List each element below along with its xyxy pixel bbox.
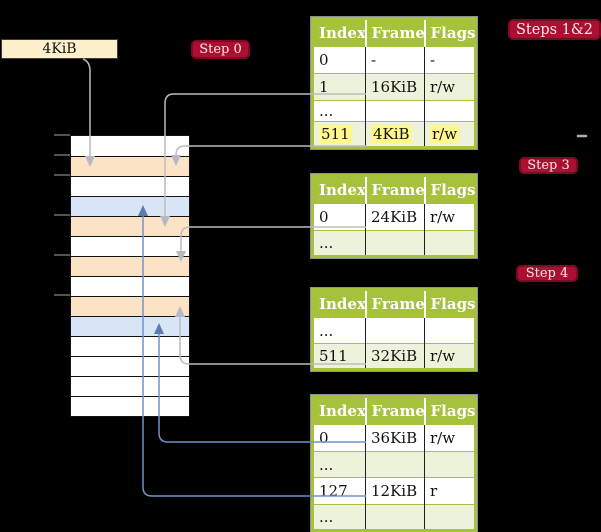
memory-row-10-blue <box>71 316 189 336</box>
table-row: 511 32KiB r/w <box>312 343 476 370</box>
page-table-bottom-level: Index Frame Flags 0 36KiB r/w ... 127 12… <box>310 394 478 532</box>
free-frame-box: 4KiB <box>1 39 118 59</box>
column-header-flags: Flags <box>423 18 476 47</box>
column-header-flags: Flags <box>423 396 476 425</box>
column-header-index: Index <box>312 18 366 47</box>
table-row-ellipsis: ... <box>312 317 476 344</box>
cell-index: ... <box>319 508 334 526</box>
memory-row-12-white <box>71 356 189 376</box>
memory-row-3-white <box>71 176 189 196</box>
table-row-ellipsis: ... <box>312 504 476 531</box>
cell-index: ... <box>319 455 334 474</box>
column-header-flags: Flags <box>423 289 476 318</box>
memory-row-8-white <box>71 276 189 296</box>
table-row: 1 16KiB r/w <box>312 73 476 101</box>
memory-row-6-white <box>71 236 189 256</box>
cell-index: ... <box>319 234 334 252</box>
cell-frame <box>365 100 425 122</box>
cell-flags: r/w <box>424 121 476 148</box>
badge-step-4: Step 4 <box>516 265 578 282</box>
cell-frame: 12KiB <box>365 477 425 505</box>
table-row: 0 36KiB r/w <box>312 424 476 452</box>
memory-row-7-orange <box>71 256 189 276</box>
table-header-row: Index Frame Flags <box>312 175 476 204</box>
page-table-step-3: Index Frame Flags 0 24KiB r/w ... <box>310 173 478 259</box>
cell-index: ... <box>319 102 334 120</box>
memory-address-ticks <box>54 134 70 296</box>
column-header-frame: Frame <box>364 396 425 425</box>
column-header-index: Index <box>312 175 366 204</box>
memory-row-1-white <box>71 136 189 156</box>
cell-flags <box>424 230 476 257</box>
badge-step-3: Step 3 <box>519 157 578 174</box>
highlighted-value: 4KiB <box>371 125 412 143</box>
table-row-ellipsis: ... <box>312 100 476 122</box>
cell-flags: - <box>424 46 476 74</box>
cell-frame: 32KiB <box>365 343 425 370</box>
table-row: 0 - - <box>312 46 476 74</box>
table-header-row: Index Frame Flags <box>312 18 476 47</box>
cell-frame <box>365 504 425 531</box>
cell-frame: 36KiB <box>365 424 425 452</box>
cell-flags <box>424 504 476 531</box>
cell-frame <box>365 451 425 478</box>
page-table-top-level: Index Frame Flags 0 - - 1 16KiB r/w ... … <box>310 16 478 150</box>
cell-frame: - <box>365 46 425 74</box>
highlighted-value: r/w <box>430 125 460 143</box>
badge-steps-1-2: Steps 1&2 <box>508 19 601 40</box>
memory-row-9-orange <box>71 296 189 316</box>
badge-steps-1-2-label: Steps 1&2 <box>515 21 594 38</box>
cell-frame <box>365 230 425 257</box>
cell-flags: r/w <box>424 203 476 231</box>
cell-index: 1 <box>319 78 329 96</box>
cell-flags: r <box>424 477 476 505</box>
table-row-ellipsis: ... <box>312 451 476 478</box>
cell-flags: r/w <box>424 73 476 101</box>
column-header-index: Index <box>312 289 366 318</box>
cell-flags <box>424 451 476 478</box>
table-row-ellipsis: ... <box>312 230 476 257</box>
column-header-frame: Frame <box>364 289 425 318</box>
column-header-frame: Frame <box>364 18 425 47</box>
cell-flags <box>424 317 476 344</box>
table-header-row: Index Frame Flags <box>312 289 476 318</box>
page-table-step-4: Index Frame Flags ... 511 32KiB r/w <box>310 287 478 372</box>
cell-index: 0 <box>319 208 329 226</box>
table-row: 0 24KiB r/w <box>312 203 476 231</box>
cell-frame: 16KiB <box>365 73 425 101</box>
highlighted-value: 511 <box>319 125 352 143</box>
table-row-highlighted: 511 4KiB r/w <box>312 121 476 148</box>
cell-index: 0 <box>319 429 329 447</box>
column-header-index: Index <box>312 396 366 425</box>
cell-frame <box>365 317 425 344</box>
memory-row-5-orange <box>71 216 189 236</box>
column-header-flags: Flags <box>423 175 476 204</box>
cell-frame: 24KiB <box>365 203 425 231</box>
cell-index: ... <box>319 321 334 340</box>
cell-index: 511 <box>319 347 348 365</box>
cell-flags: r/w <box>424 424 476 452</box>
table-header-row: Index Frame Flags <box>312 396 476 425</box>
badge-step-0: Step 0 <box>191 40 250 59</box>
cell-index: 511 <box>313 122 366 148</box>
memory-row-11-white <box>71 336 189 356</box>
memory-row-14-white <box>71 396 189 416</box>
physical-memory-column <box>70 135 190 417</box>
column-header-frame: Frame <box>364 175 425 204</box>
cell-frame: 4KiB <box>365 121 425 148</box>
cell-index: 127 <box>319 482 348 500</box>
memory-row-13-white <box>71 376 189 396</box>
table-row: 127 12KiB r <box>312 477 476 505</box>
badge-step-0-label: Step 0 <box>199 42 242 57</box>
free-frame-label: 4KiB <box>42 41 77 57</box>
cell-flags: r/w <box>424 343 476 370</box>
badge-step-4-label: Step 4 <box>525 266 569 281</box>
memory-row-2-orange <box>71 156 189 176</box>
cell-index: 0 <box>319 51 329 69</box>
cell-flags <box>424 100 476 122</box>
badge-step-3-label: Step 3 <box>527 158 570 173</box>
memory-row-4-blue <box>71 196 189 216</box>
